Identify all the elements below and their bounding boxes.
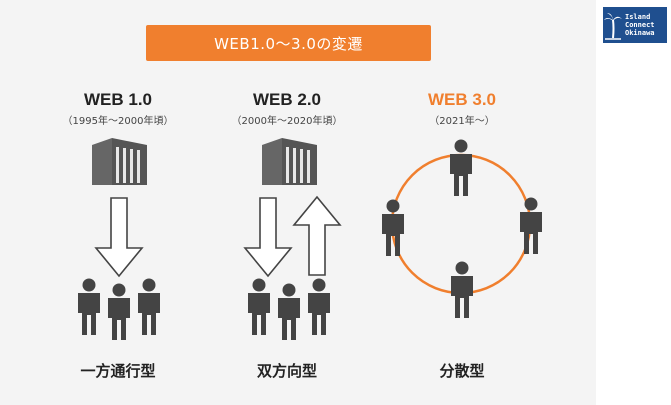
logo-line1: Island <box>625 13 651 21</box>
web2-server-icon <box>262 138 317 185</box>
logo: Island Connect Okinawa <box>603 7 667 43</box>
web2-title: WEB 2.0 <box>252 90 322 109</box>
web1-period: （1995年〜2000年頃） <box>62 116 174 127</box>
logo-line2: Connect <box>625 21 655 29</box>
web2-period: （2000年〜2020年頃） <box>231 116 343 127</box>
web1-title: WEB 1.0 <box>83 90 153 109</box>
diagram-art <box>78 138 542 340</box>
slide <box>0 0 596 405</box>
web3-label: 分散型 <box>439 362 485 380</box>
title-banner: WEB1.0〜3.0の変遷 <box>146 25 431 61</box>
web2-down-arrow-icon <box>243 197 293 278</box>
web2-up-arrow-icon <box>292 195 342 276</box>
web3-nodes-icon <box>382 139 542 318</box>
web2-label: 双方向型 <box>256 362 317 380</box>
web1-down-arrow-icon <box>94 197 144 278</box>
logo-line3: Okinawa <box>625 29 655 37</box>
web1-users-icon <box>78 278 160 340</box>
web2-users-icon <box>248 278 330 340</box>
web3-period: （2021年〜） <box>429 116 495 127</box>
palm-tree-icon <box>604 13 622 40</box>
web3-title: WEB 3.0 <box>427 90 497 109</box>
title-text: WEB1.0〜3.0の変遷 <box>214 34 363 53</box>
web1-server-icon <box>92 138 147 185</box>
web1-label: 一方通行型 <box>80 362 156 380</box>
